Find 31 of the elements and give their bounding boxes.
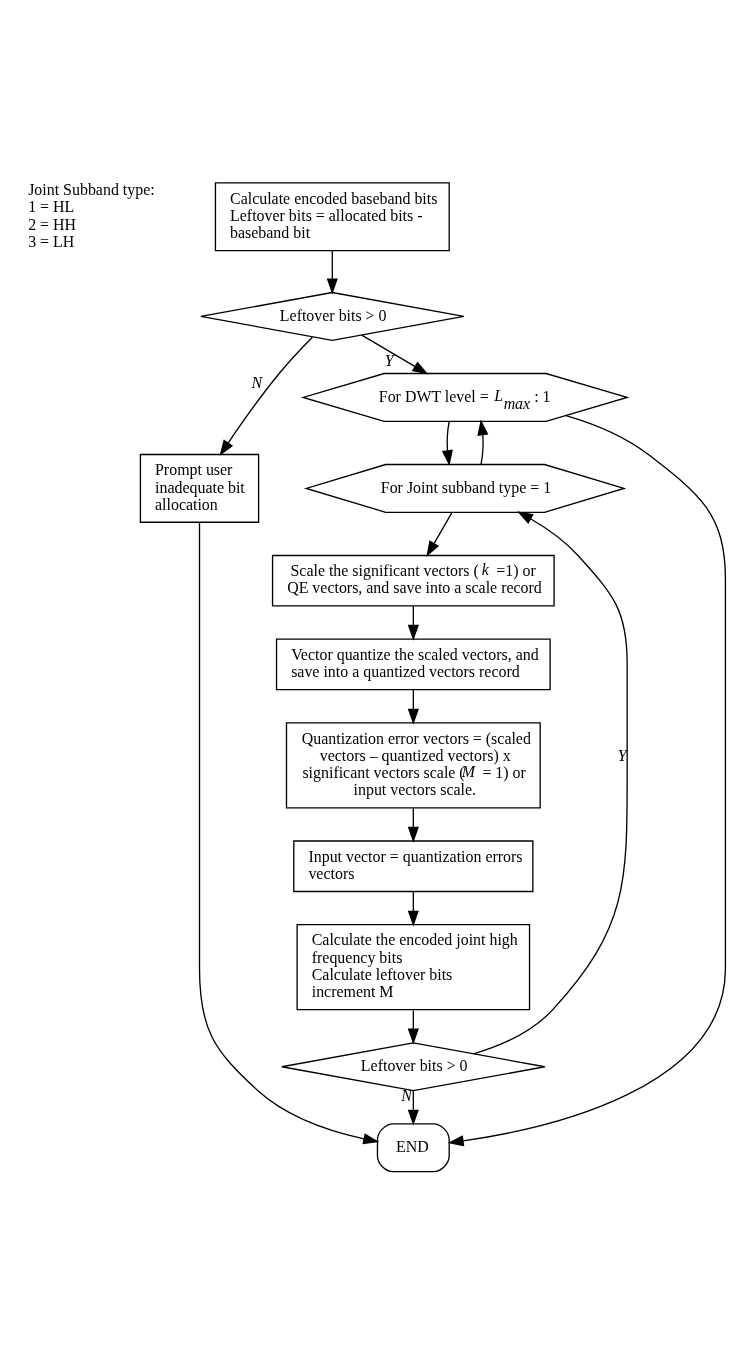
node-diamond: Leftover bits > 0 [200, 291, 465, 341]
arrow [361, 333, 429, 374]
arrow [426, 511, 453, 557]
arrow [447, 414, 727, 1146]
arrow [219, 336, 314, 456]
node-box: Prompt user inadequate bit allocation [139, 453, 260, 523]
arrow [407, 688, 419, 725]
arrow [407, 890, 419, 927]
arrow [198, 521, 380, 1144]
node-box: END [376, 1122, 450, 1172]
edge-label: N [251, 373, 263, 391]
arrow [473, 510, 628, 1054]
node-box: Calculate the encoded joint high frequency bits Calculate leftover bits increment M [296, 923, 531, 1010]
arrow [407, 1089, 419, 1126]
label: 3 = LH [28, 232, 75, 250]
node-box: Calculate encoded baseband bits Leftover bits = allocated bits - baseband bit [214, 181, 450, 251]
node-diamond: Leftover bits > 0 [281, 1041, 546, 1091]
node-box: Input vector = quantization errors vectors [293, 839, 534, 892]
label: 2 = HH [28, 215, 77, 233]
node-box: Scale the significant vectors (k=1) or QE vectors, and save into a scale record [271, 554, 555, 607]
arrow [407, 605, 419, 641]
node-box: Vector quantize the scaled vectors, and save into a quantized vectors record [275, 637, 551, 690]
arrow [326, 249, 338, 294]
arrow [407, 1009, 419, 1044]
arrow [407, 807, 419, 843]
arrow [477, 419, 489, 465]
label: 1 = HL [28, 197, 75, 215]
edge-label: Y [384, 351, 394, 369]
label: Joint Subband type: [28, 180, 155, 198]
edge-label: Y [617, 746, 627, 764]
arrow [441, 420, 453, 466]
